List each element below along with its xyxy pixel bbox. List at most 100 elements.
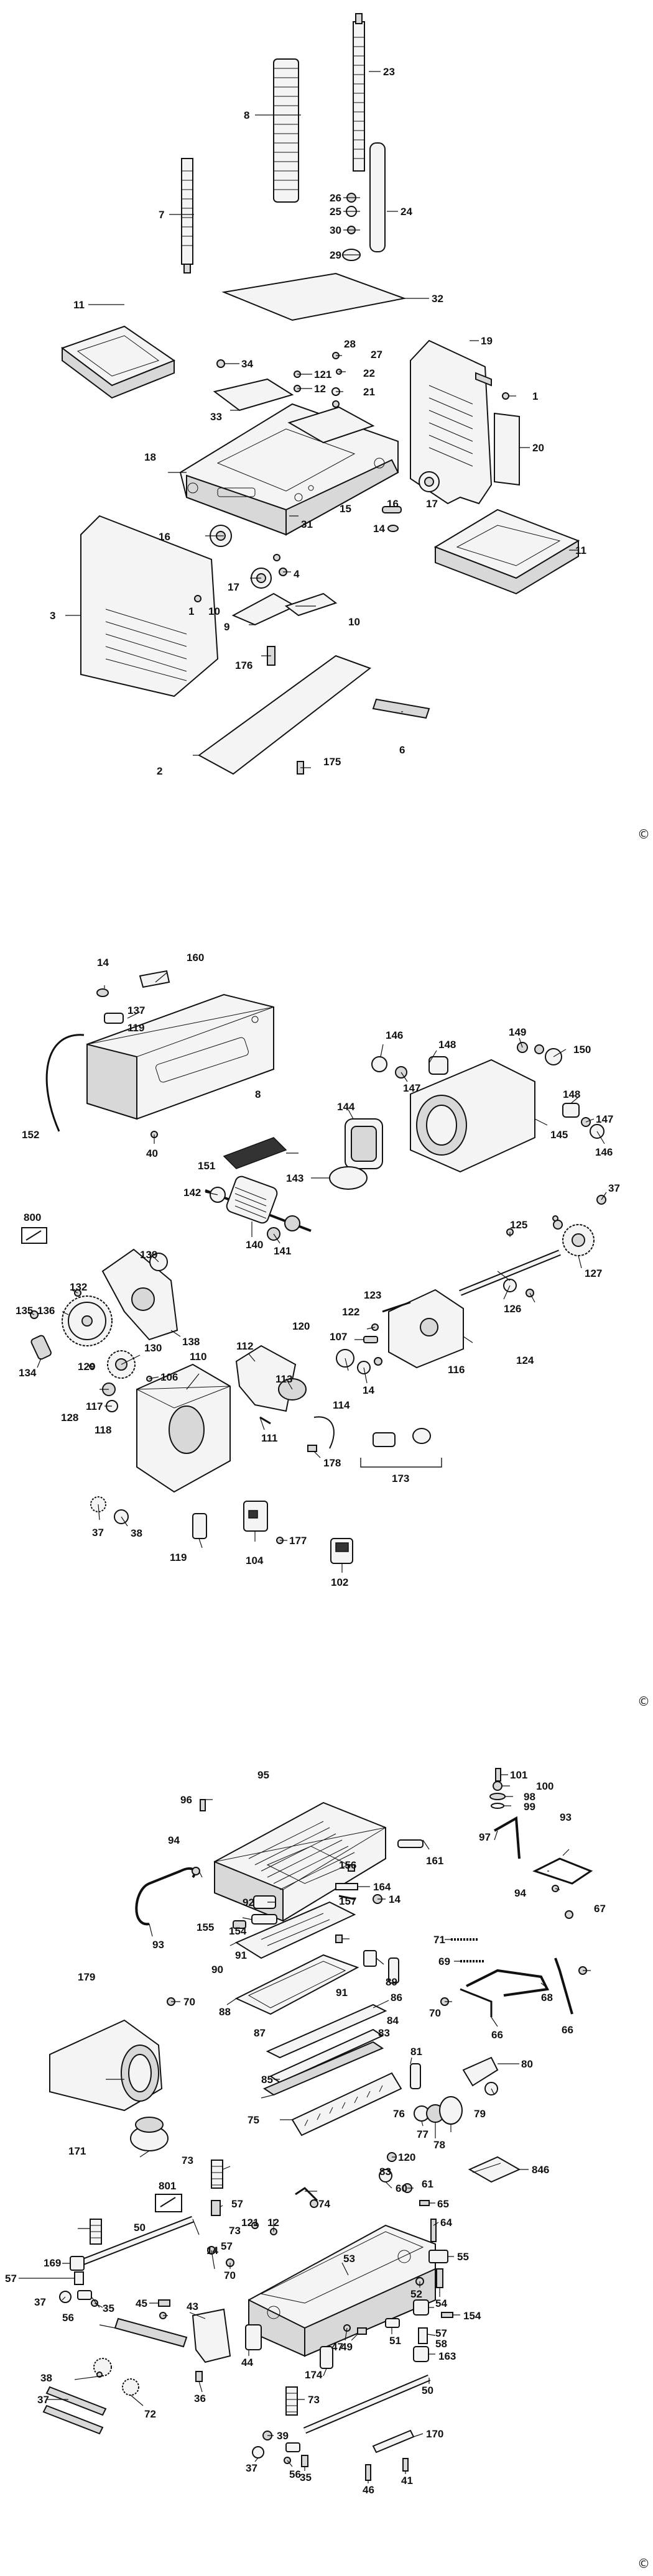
part-label: 160: [187, 952, 205, 964]
part-label: 73: [182, 2155, 193, 2166]
part-label: 80: [521, 2058, 533, 2070]
part-label: 116: [448, 1364, 465, 1376]
part-label: 176: [235, 660, 253, 671]
part-label: 21: [363, 386, 375, 398]
part-label: 33: [210, 411, 222, 423]
part-label: 17: [426, 498, 438, 510]
part-label: 107: [330, 1331, 348, 1343]
part-label: 50: [134, 2222, 146, 2233]
part-label: 37: [34, 2296, 46, 2308]
part-label: 173: [392, 1473, 410, 1484]
part-label: 155: [197, 1921, 215, 1933]
part-label: 144: [337, 1101, 355, 1113]
part-label: 49: [341, 2341, 353, 2353]
stator-part: [345, 1118, 383, 1169]
part-label: 101: [510, 1769, 528, 1781]
part-label: 147: [596, 1113, 614, 1125]
part-label: 146: [595, 1146, 613, 1158]
part-label: 106: [160, 1371, 178, 1383]
part-label: 66: [491, 2029, 503, 2041]
part-label: 136: [37, 1305, 55, 1317]
part-label: 102: [331, 1576, 349, 1588]
part-label: 134: [19, 1367, 37, 1379]
part-label: 121: [241, 2217, 259, 2229]
part-label: 89: [386, 1976, 397, 1988]
part-label: 846: [532, 2164, 550, 2176]
part-label: 78: [433, 2139, 445, 2151]
part-label: 44: [241, 2357, 253, 2368]
part-label: 163: [438, 2350, 456, 2362]
part-label: 122: [342, 1306, 360, 1318]
part-label: 169: [44, 2257, 62, 2269]
part-label: 84: [387, 2015, 399, 2026]
part-label: 120: [398, 2151, 416, 2163]
part-label: 135: [16, 1305, 34, 1317]
part-label: 179: [78, 1971, 96, 1983]
part-label: 93: [560, 1811, 572, 1823]
part-label: 15: [340, 503, 351, 515]
part-label: 137: [127, 1005, 146, 1016]
part-label: 157: [339, 1895, 357, 1907]
copyright-mark: ©: [637, 1694, 650, 1709]
part-label: 52: [410, 2288, 422, 2300]
part-label: 45: [136, 2298, 147, 2309]
part-label: 149: [509, 1026, 527, 1038]
part-label: 170: [426, 2428, 444, 2440]
part-label: 11: [73, 299, 85, 311]
part-label: 151: [198, 1160, 216, 1172]
part-label: 86: [391, 1992, 402, 2003]
part-label: 64: [440, 2217, 452, 2229]
part-label: 92: [243, 1897, 254, 1908]
part-label: 12: [314, 383, 326, 395]
part-label: 14: [373, 523, 385, 535]
part-label: 65: [437, 2198, 449, 2210]
part-label: 119: [170, 1552, 187, 1563]
part-label: 148: [438, 1039, 456, 1051]
part-label: 14: [389, 1893, 401, 1905]
part-label: 37: [37, 2394, 49, 2406]
part-label: 41: [401, 2475, 413, 2486]
part-label: 10: [348, 616, 360, 628]
part-label: 129: [78, 1361, 96, 1373]
part-label: 145: [550, 1129, 568, 1141]
part-label: 81: [410, 2046, 422, 2058]
part-label: 148: [563, 1088, 581, 1100]
part-label: 16: [159, 531, 170, 543]
gear-case-part: [101, 1248, 178, 1341]
part-label: 61: [422, 2178, 433, 2190]
part-label: 177: [289, 1535, 307, 1547]
part-label: 130: [144, 1342, 162, 1354]
part-label: 51: [389, 2335, 401, 2347]
part-label: 58: [435, 2338, 447, 2350]
part-label: 77: [417, 2128, 428, 2140]
part-label: 171: [68, 2145, 86, 2157]
lead-screw-part: [353, 13, 365, 172]
part-label: 1: [532, 390, 539, 402]
part-label: 118: [95, 1424, 112, 1436]
part-label: 67: [594, 1903, 606, 1915]
part-label: 142: [183, 1187, 201, 1198]
part-label: 154: [229, 1925, 247, 1937]
part-label: 12: [267, 2217, 279, 2229]
part-label: 104: [246, 1555, 264, 1566]
cover-plate-part: [221, 272, 407, 321]
motor-bracket-part: [388, 1289, 464, 1369]
part-label: 22: [363, 367, 375, 379]
part-label: 174: [305, 2369, 323, 2381]
dust-hood-part: [49, 2019, 163, 2112]
part-label: 178: [323, 1457, 341, 1469]
part-label: 17: [228, 581, 239, 593]
part-label: 50: [422, 2385, 433, 2396]
armature-part: [205, 1175, 312, 1232]
part-label: 83: [379, 2166, 391, 2178]
panel-3-drawing: [19, 1768, 593, 2483]
part-label: 154: [463, 2310, 481, 2322]
part-label: 94: [514, 1887, 526, 1899]
part-label: 70: [224, 2270, 236, 2281]
part-label: 7: [159, 209, 165, 221]
part-label: 4: [294, 568, 300, 580]
part-label: 69: [438, 1956, 450, 1967]
part-label: 14: [206, 2245, 218, 2256]
part-label: 40: [146, 1148, 158, 1159]
